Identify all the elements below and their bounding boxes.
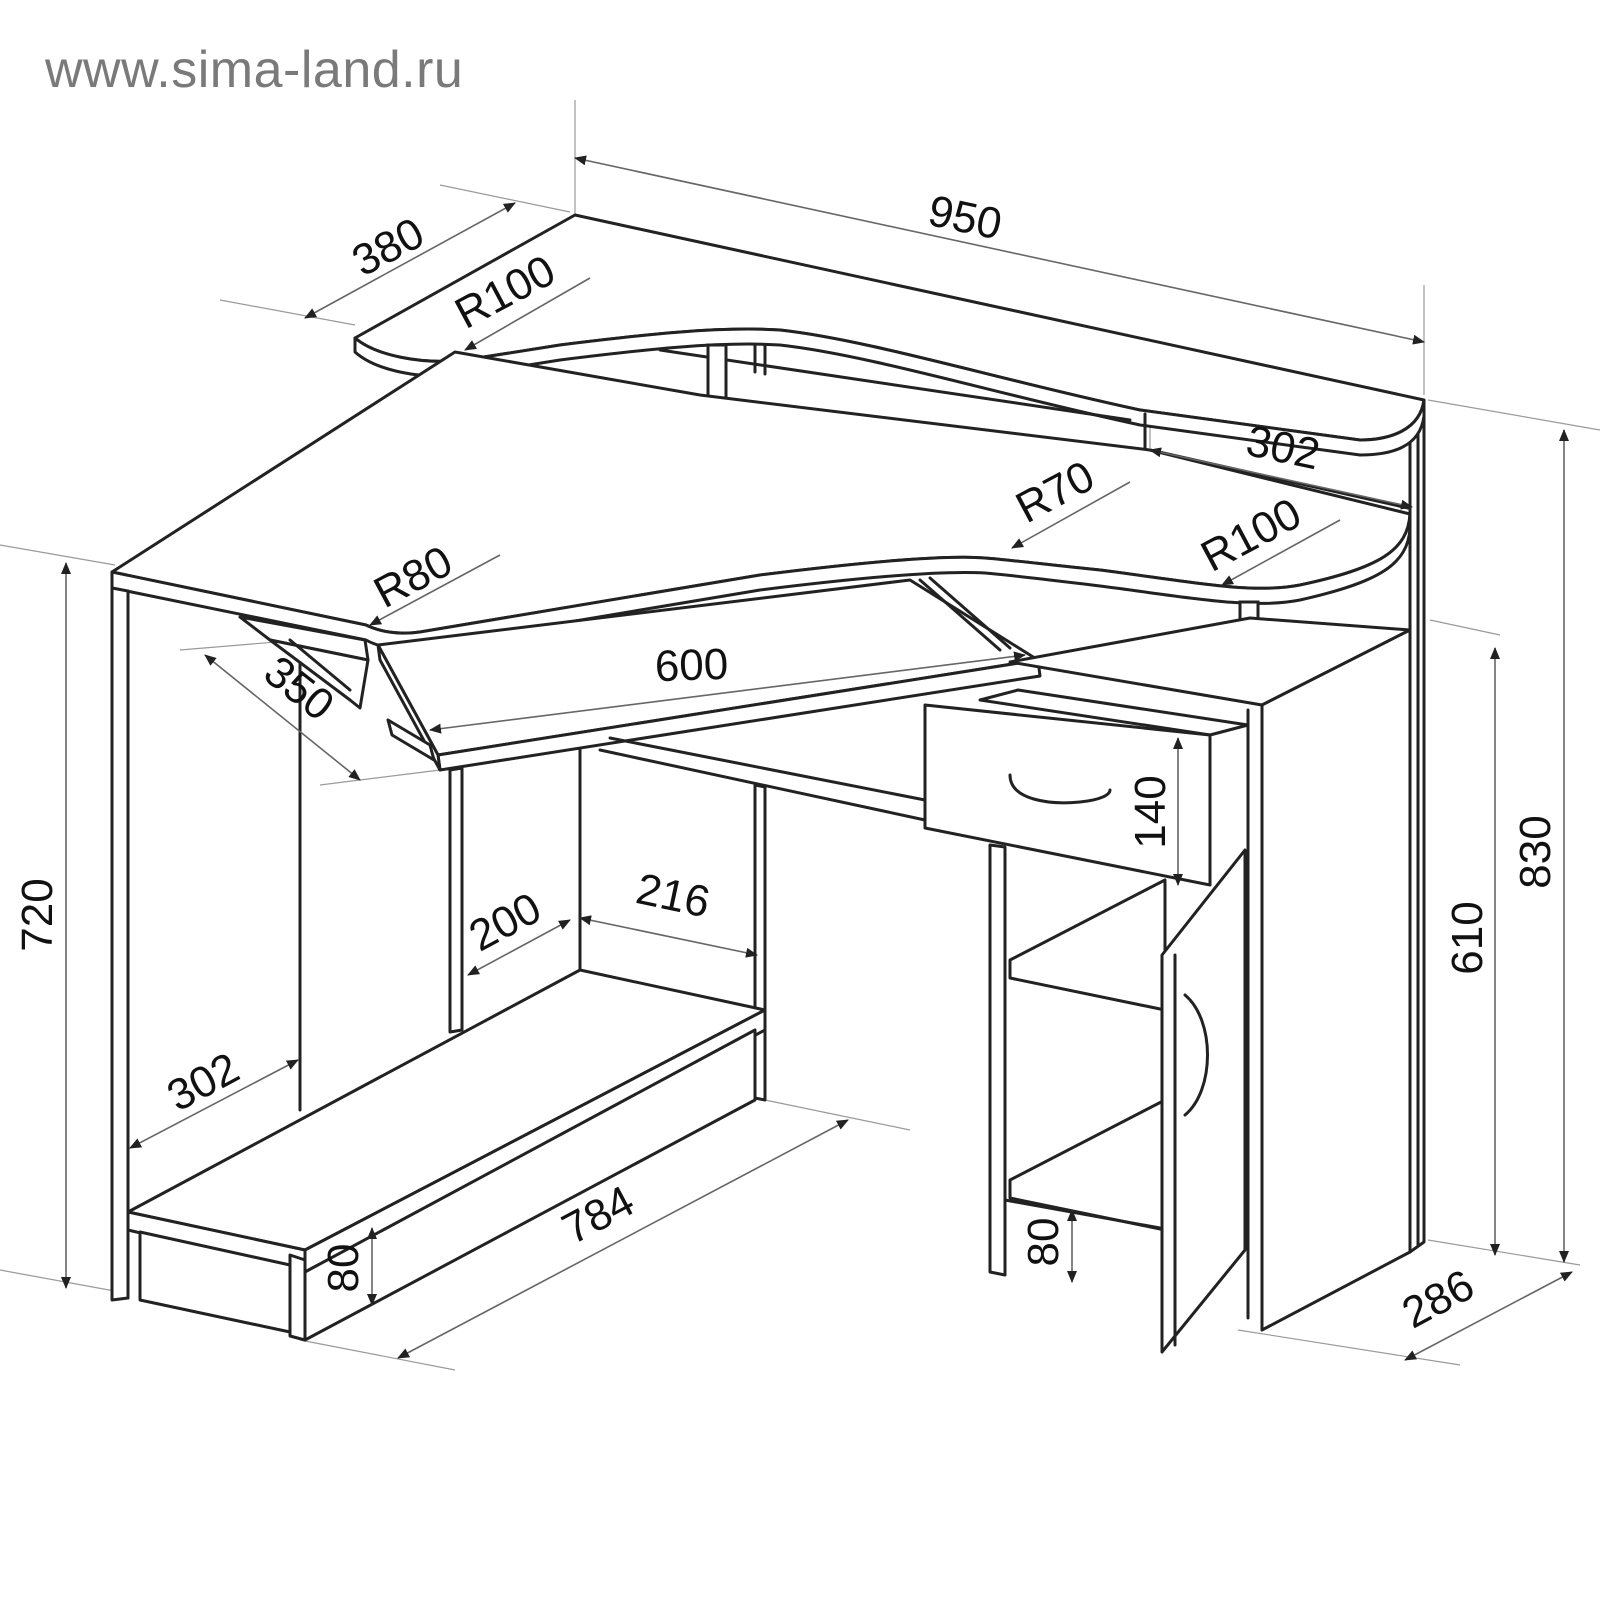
dim-140: 140 xyxy=(1126,775,1175,848)
left-side-panel xyxy=(110,586,130,1302)
door-handle xyxy=(1183,993,1209,1117)
right-tall-panel xyxy=(1408,398,1426,1254)
dim-720: 720 xyxy=(13,878,62,951)
dimension-lines xyxy=(61,155,1573,1361)
dim-80-left: 80 xyxy=(319,1244,368,1293)
dim-830: 830 xyxy=(1511,815,1560,888)
dim-200: 200 xyxy=(461,883,549,961)
dim-950: 950 xyxy=(924,186,1006,249)
dim-80-right: 80 xyxy=(1019,1218,1068,1267)
base-footrest xyxy=(126,968,767,1342)
drawer-handle xyxy=(1008,773,1112,805)
watermark-text: www.sima-land.ru xyxy=(45,41,464,99)
right-pedestal xyxy=(988,616,1412,1354)
dim-302-left: 302 xyxy=(159,1043,247,1121)
dim-216: 216 xyxy=(632,864,714,927)
drawer xyxy=(598,688,1250,887)
dim-380: 380 xyxy=(344,208,432,286)
dim-600: 600 xyxy=(654,640,729,692)
dim-610: 610 xyxy=(1443,901,1492,974)
